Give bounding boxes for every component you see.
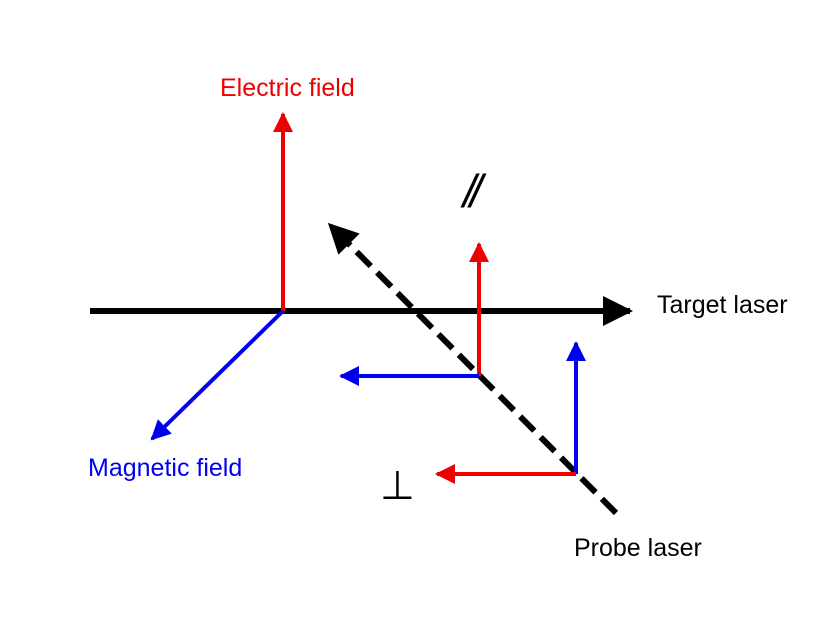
perpendicular-symbol: ⊥ (380, 464, 415, 508)
parallel-symbol: // (463, 165, 482, 217)
magnetic-field-arrow (150, 309, 285, 441)
magnetic-field-label: Magnetic field (88, 454, 243, 482)
probe-laser-beam (327, 222, 619, 516)
probe-laser-label: Probe laser (574, 534, 702, 562)
target-laser-label: Target laser (657, 291, 788, 319)
electric-field-label: Electric field (220, 74, 355, 102)
